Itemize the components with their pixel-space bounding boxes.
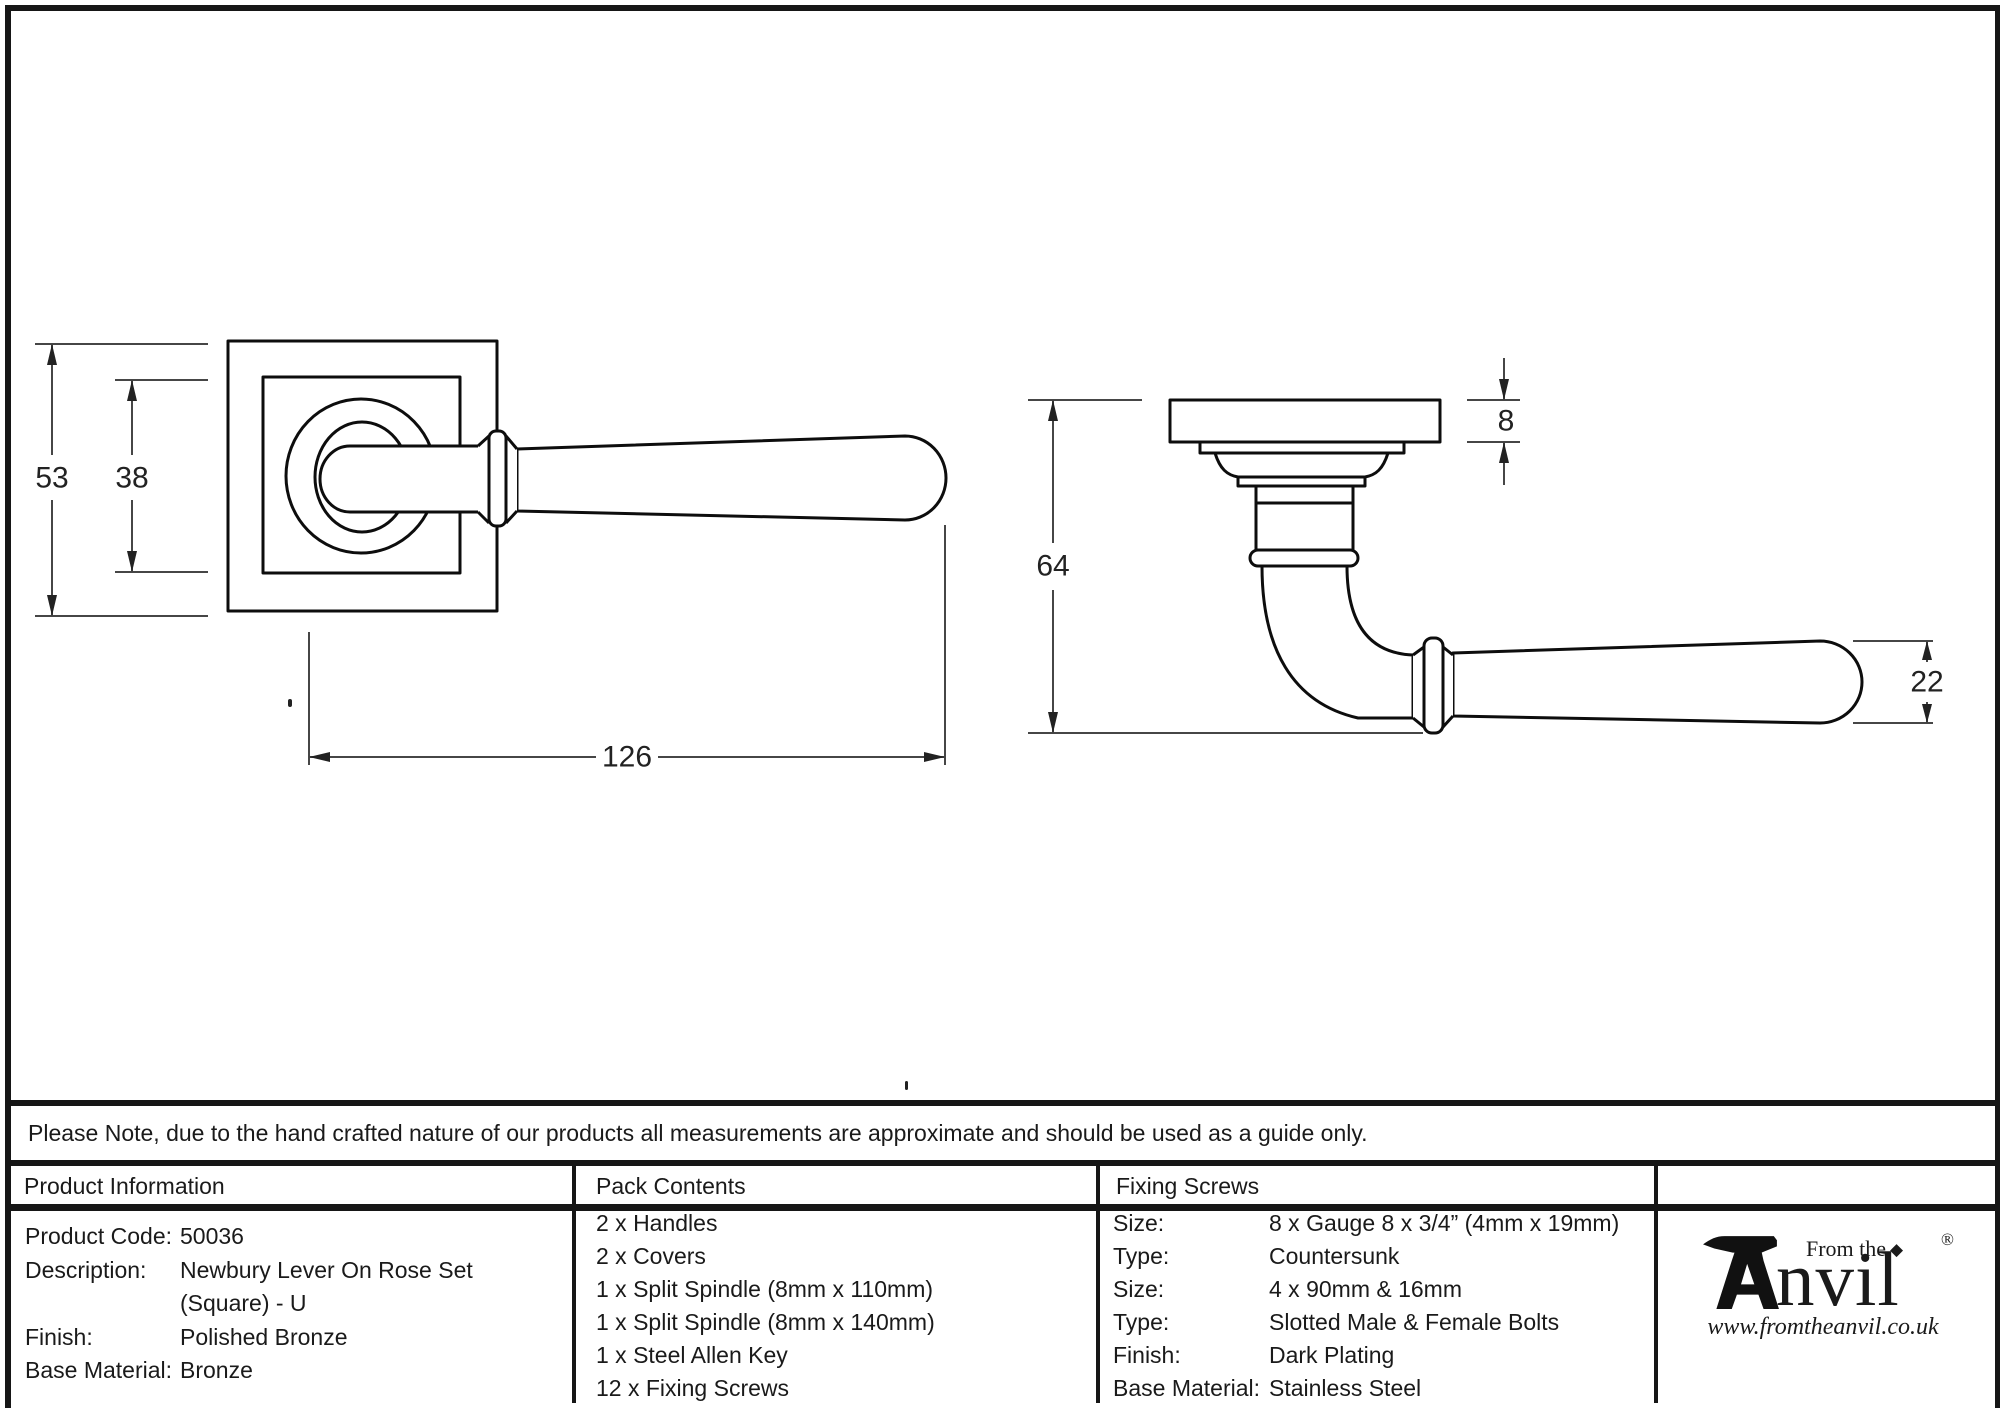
row-label: Size: <box>1113 1276 1165 1302</box>
row-value: 8 x Gauge 8 x 3/4” (4mm x 19mm) <box>1269 1210 1620 1236</box>
scan-speck <box>288 699 292 707</box>
list-item: 2 x Handles <box>596 1210 718 1236</box>
side-collar-band <box>1422 636 1445 735</box>
table-row: Type: Countersunk <box>1113 1240 1649 1273</box>
dim-grip-diameter: 22 <box>1910 666 1943 699</box>
list-item: 2 x Covers <box>596 1243 706 1269</box>
table-row: Size: 8 x Gauge 8 x 3/4” (4mm x 19mm) <box>1113 1207 1649 1240</box>
depth-extension-lines <box>1028 399 1423 734</box>
anvil-icon <box>1703 1236 1779 1309</box>
row-label: Finish: <box>25 1323 93 1350</box>
neck-step <box>1236 475 1367 488</box>
logo-name: nvil <box>1776 1236 1900 1322</box>
dim-lever-length: 126 <box>602 741 652 774</box>
scan-speck <box>905 1081 908 1090</box>
diamond-icon: ◆ <box>1890 1240 1904 1259</box>
row-label: Finish: <box>1113 1342 1181 1368</box>
dim-rose-height: 53 <box>35 462 68 495</box>
lever-collar-band <box>487 429 508 528</box>
rose-dimension-lines <box>51 344 133 616</box>
logo-tagline: From the <box>1806 1236 1887 1261</box>
note-top-rule <box>5 1100 1995 1106</box>
row-value: Dark Plating <box>1269 1342 1395 1368</box>
column-divider <box>1096 1160 1100 1403</box>
table-row: Finish: Dark Plating <box>1113 1339 1649 1372</box>
table-row: Finish: Polished Bronze <box>25 1321 565 1355</box>
product-info-header: Product Information <box>24 1173 225 1199</box>
page-border <box>5 5 2000 1408</box>
list-item: 1 x Split Spindle (8mm x 110mm) <box>596 1276 934 1302</box>
lever-elbow <box>1260 564 1415 720</box>
table-row: Product Code: 50036 <box>25 1220 565 1254</box>
measurement-note: Please Note, due to the hand crafted nat… <box>28 1120 1368 1146</box>
rose-plate-side <box>1168 398 1442 444</box>
pack-contents-cell: 2 x Handles 2 x Covers 1 x Split Spindle… <box>596 1207 1076 1405</box>
dim-handle-depth: 64 <box>1036 550 1069 583</box>
fixing-screws-cell: Size: 8 x Gauge 8 x 3/4” (4mm x 19mm) Ty… <box>1113 1207 1649 1405</box>
lever-grip-side <box>1451 639 1864 725</box>
row-value: Polished Bronze <box>180 1323 348 1350</box>
length-extension-lines <box>308 525 946 765</box>
brand-logo: From the ◆ nvil ® www.fromtheanvil.co.uk <box>1654 1166 1992 1397</box>
row-value: Newbury Lever On Rose Set (Square) - U <box>180 1256 473 1317</box>
table-row: Base Material: Stainless Steel <box>1113 1372 1649 1405</box>
column-divider <box>1654 1160 1658 1403</box>
list-item: 12 x Fixing Screws <box>596 1375 790 1401</box>
side-collar-chamfers <box>1412 645 1455 729</box>
row-value: Stainless Steel <box>1269 1375 1422 1401</box>
row-label: Product Code: <box>25 1223 173 1249</box>
row-value: 50036 <box>180 1223 244 1249</box>
row-label: Description: <box>25 1256 147 1283</box>
list-item: 1 x Split Spindle (8mm x 140mm) <box>596 1309 935 1335</box>
table-row: Size: 4 x 90mm & 16mm <box>1113 1273 1649 1306</box>
row-label: Type: <box>1113 1243 1170 1269</box>
logo-url: www.fromtheanvil.co.uk <box>1707 1314 1939 1340</box>
table-row: Description: Newbury Lever On Rose Set (… <box>25 1254 565 1321</box>
front-view: 53 38 126 <box>35 339 948 774</box>
row-label: Type: <box>1113 1309 1170 1335</box>
table-row: Base Material: Bronze <box>25 1354 565 1388</box>
lever-collar-chamfers <box>476 434 519 525</box>
product-info-cell: Product Code: 50036 Description: Newbury… <box>25 1220 565 1388</box>
row-value: Countersunk <box>1269 1243 1400 1269</box>
dim-rose-thickness: 8 <box>1498 405 1515 438</box>
lever-neck-front <box>318 444 482 514</box>
dim-rose-inner-height: 38 <box>115 462 148 495</box>
row-value: Bronze <box>180 1357 253 1383</box>
shaft-ring <box>1248 548 1360 568</box>
header-rule <box>5 1204 1995 1211</box>
row-label: Base Material: <box>25 1357 173 1383</box>
side-view: 64 8 22 <box>1028 358 1944 735</box>
fixing-screws-header: Fixing Screws <box>1116 1173 1260 1199</box>
lever-grip-front <box>515 434 948 522</box>
note-bottom-rule <box>5 1160 1995 1166</box>
plate-extension-lines <box>1467 399 1520 443</box>
row-value: Slotted Male & Female Bolts <box>1269 1309 1560 1335</box>
table-row: Type: Slotted Male & Female Bolts <box>1113 1306 1649 1339</box>
shaft <box>1254 484 1355 556</box>
list-item: 1 x Steel Allen Key <box>596 1342 788 1368</box>
registered-mark: ® <box>1941 1230 1954 1249</box>
row-value: 4 x 90mm & 16mm <box>1269 1276 1462 1302</box>
rose-extension-lines <box>35 343 208 617</box>
grip-extension-lines <box>1853 640 1933 724</box>
row-label: Size: <box>1113 1210 1165 1236</box>
technical-drawing: 53 38 126 <box>35 339 1944 774</box>
row-label: Base Material: <box>1113 1375 1261 1401</box>
pack-contents-header: Pack Contents <box>596 1173 746 1199</box>
column-divider <box>572 1160 576 1403</box>
